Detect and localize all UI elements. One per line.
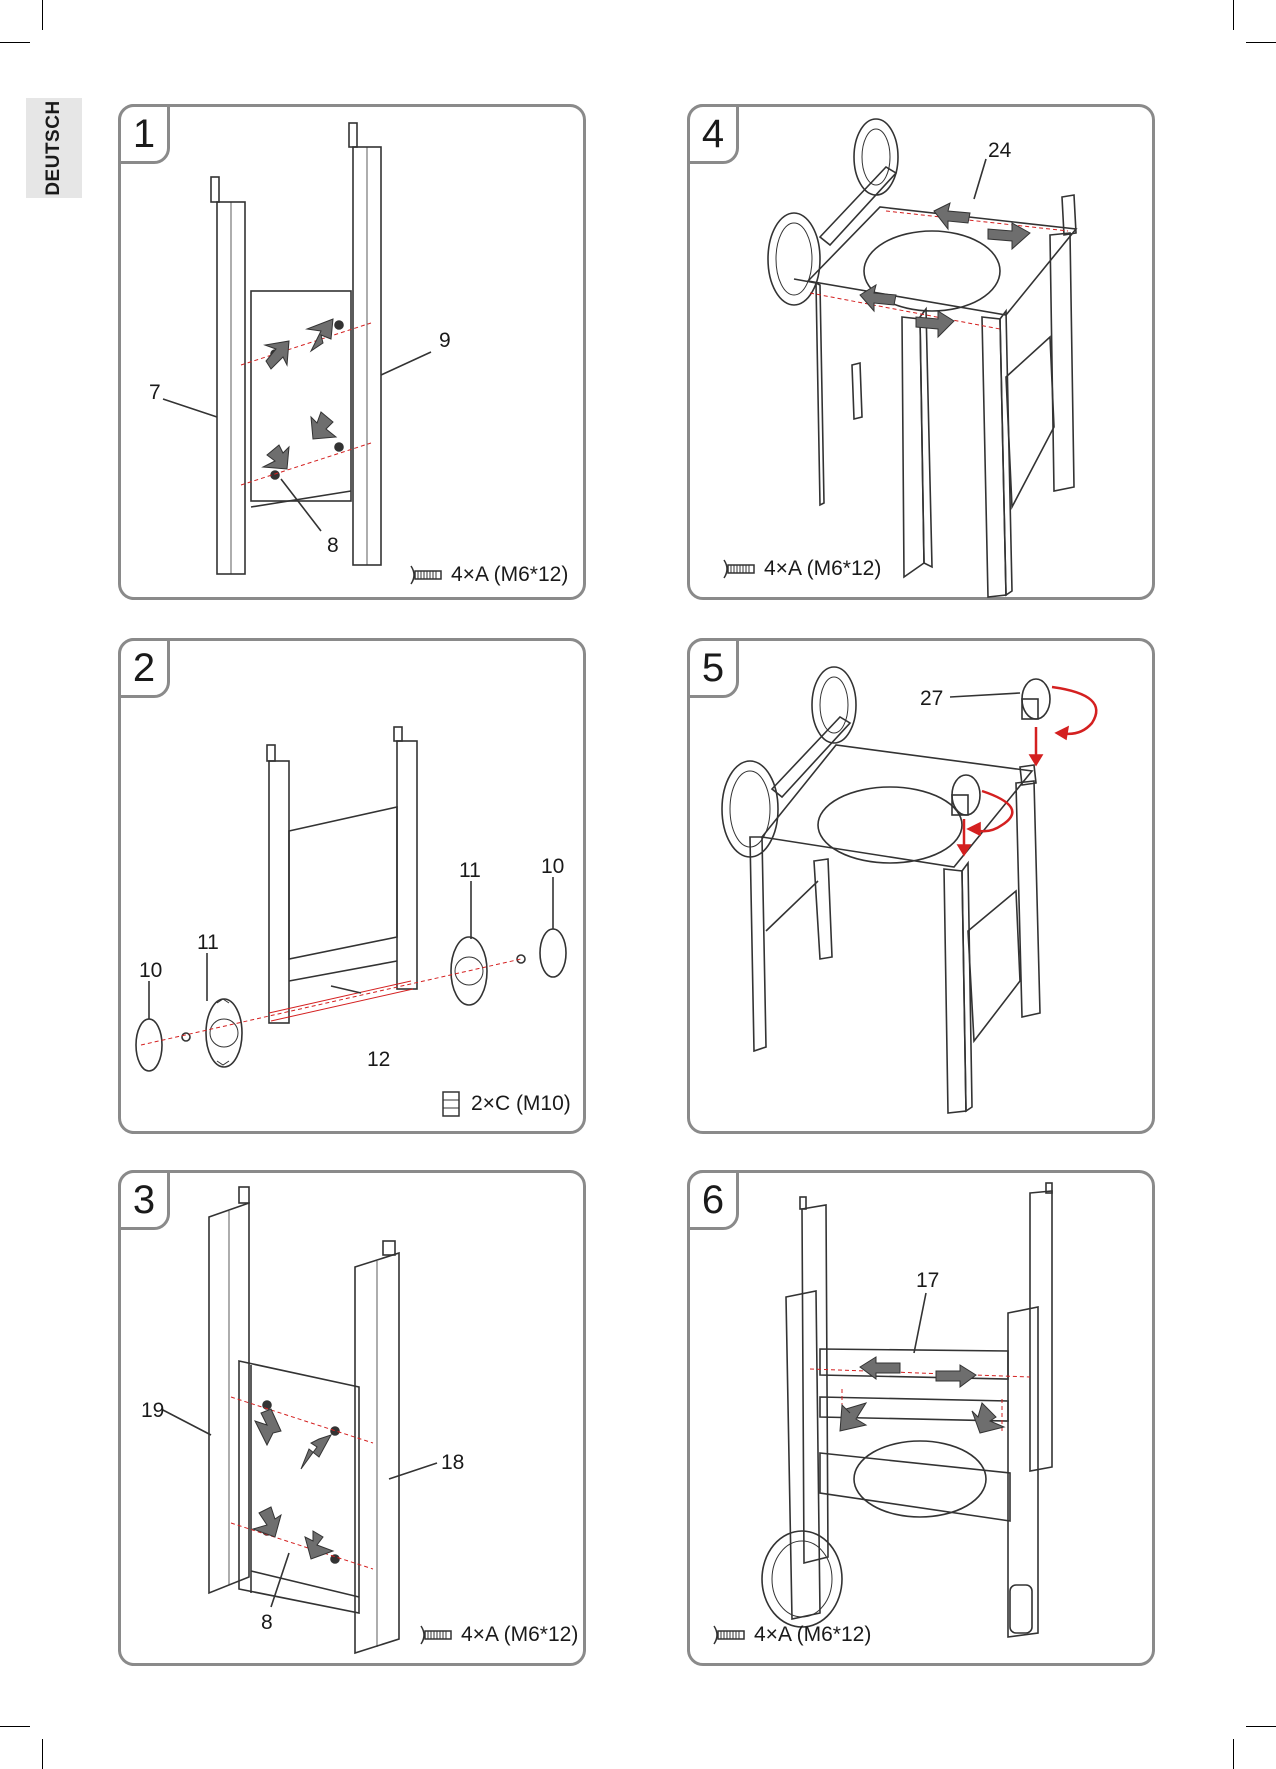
step-panel-1: 7 9 8 1 4×A (M6*12): [118, 104, 586, 600]
callout-10-right: 10: [541, 855, 564, 878]
screw-icon: [720, 557, 756, 581]
crop-mark: [1233, 1739, 1234, 1769]
language-label: DEUTSCH: [43, 100, 65, 195]
step-number: 5: [687, 638, 739, 698]
hardware-label: 4×A (M6*12): [754, 1623, 871, 1647]
crop-mark: [1246, 42, 1276, 43]
step-panel-2: 10 11 11 10 12 2 2×C (M10): [118, 638, 586, 1134]
step-number: 3: [118, 1170, 170, 1230]
hardware-label: 4×A (M6*12): [461, 1623, 578, 1647]
step-1-illustration: 7 9 8: [121, 107, 589, 603]
crop-mark: [1233, 0, 1234, 30]
screw-icon: [417, 1623, 453, 1647]
language-tab: DEUTSCH: [26, 98, 82, 198]
hardware-label: 4×A (M6*12): [764, 557, 881, 581]
hardware-label: 4×A (M6*12): [451, 563, 568, 587]
crop-mark: [42, 0, 43, 30]
step-6-illustration: 17: [690, 1173, 1158, 1669]
step-5-illustration: 27: [690, 641, 1158, 1137]
step-panel-4: 24 4 4×A (M6*12): [687, 104, 1155, 600]
callout-17: 17: [916, 1269, 939, 1292]
step-panel-3: 19 18 8 3 4×A (M6*12): [118, 1170, 586, 1666]
hardware-note: 4×A (M6*12): [710, 1623, 871, 1647]
step-number: 2: [118, 638, 170, 698]
callout-8: 8: [261, 1611, 273, 1634]
callout-12: 12: [367, 1048, 390, 1071]
callout-9: 9: [439, 329, 451, 352]
callout-19: 19: [141, 1399, 164, 1422]
step-number: 4: [687, 104, 739, 164]
hardware-label: 2×C (M10): [471, 1092, 571, 1116]
callout-8: 8: [327, 534, 339, 557]
step-4-illustration: 24: [690, 107, 1158, 603]
screw-icon: [407, 563, 443, 587]
callout-11-right: 11: [459, 859, 481, 882]
crop-mark: [1246, 1726, 1276, 1727]
screw-icon: [710, 1623, 746, 1647]
step-number: 6: [687, 1170, 739, 1230]
callout-24: 24: [988, 139, 1012, 162]
nut-icon: [439, 1089, 463, 1119]
callout-7: 7: [149, 381, 161, 404]
crop-mark: [0, 42, 30, 43]
step-3-illustration: 19 18 8: [121, 1173, 589, 1669]
callout-18: 18: [441, 1451, 464, 1474]
hardware-note: 4×A (M6*12): [720, 557, 881, 581]
step-panel-6: 17 6 4×A (M6*12): [687, 1170, 1155, 1666]
step-number: 1: [118, 104, 170, 164]
callout-27: 27: [920, 687, 943, 710]
callout-10-left: 10: [139, 959, 162, 982]
hardware-note: 2×C (M10): [439, 1089, 571, 1119]
step-2-illustration: 10 11 11 10 12: [121, 641, 589, 1137]
callout-11-left: 11: [197, 931, 219, 954]
crop-mark: [42, 1739, 43, 1769]
crop-mark: [0, 1726, 30, 1727]
step-panel-5: 27 5: [687, 638, 1155, 1134]
hardware-note: 4×A (M6*12): [407, 563, 568, 587]
hardware-note: 4×A (M6*12): [417, 1623, 578, 1647]
